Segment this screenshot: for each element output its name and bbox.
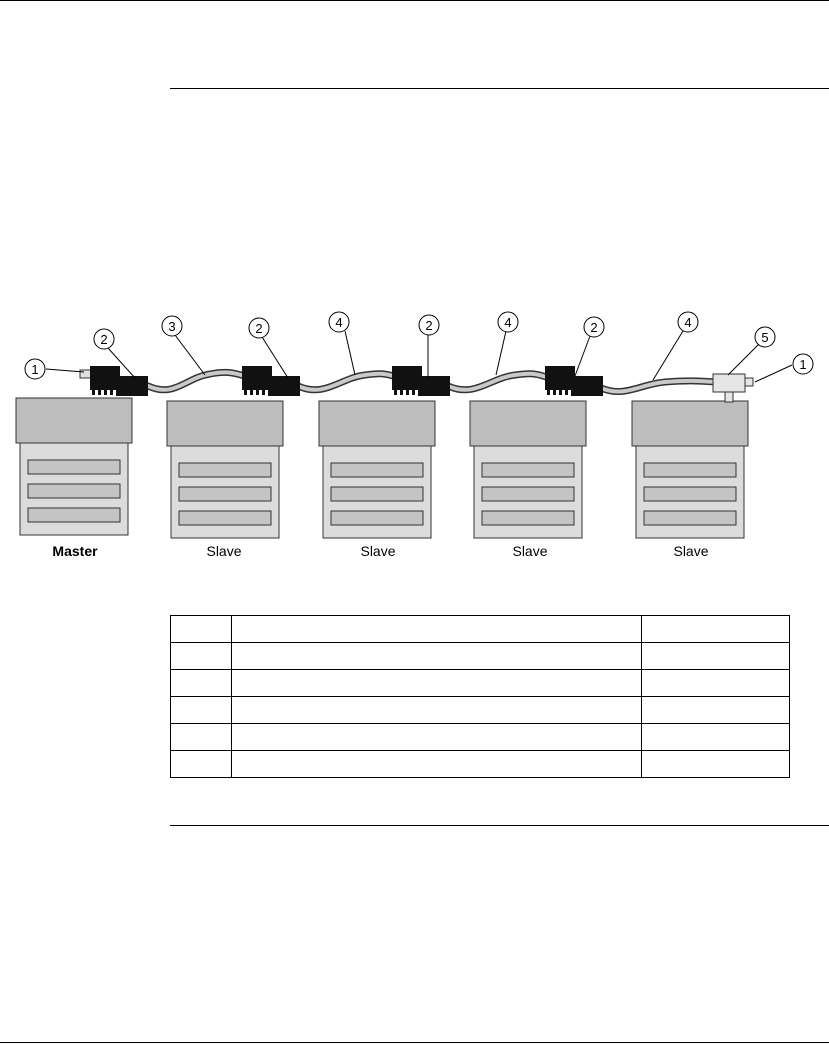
table-cell xyxy=(231,615,642,643)
table-row xyxy=(170,696,790,724)
callout-label: 2 xyxy=(590,320,597,335)
callout-leaders xyxy=(45,330,793,383)
table-cell xyxy=(170,669,232,697)
table-cell xyxy=(231,750,642,778)
device-label-slave: Slave xyxy=(673,543,708,559)
device-label-master: Master xyxy=(52,543,98,559)
device-label-slave: Slave xyxy=(206,543,241,559)
callout-label: 5 xyxy=(761,330,768,345)
callout-label: 1 xyxy=(799,357,806,372)
t-tap xyxy=(712,373,754,403)
connector-plug xyxy=(242,366,300,396)
device-slave-3 xyxy=(469,400,587,539)
table-cell xyxy=(641,615,790,643)
table-cell xyxy=(170,642,232,670)
table-cell xyxy=(170,696,232,724)
callout-1: 1 xyxy=(24,358,46,380)
table-cell xyxy=(170,723,232,751)
device-slave-1 xyxy=(166,400,284,539)
callout-4: 4 xyxy=(328,311,350,333)
table-cell xyxy=(231,669,642,697)
callout-label: 3 xyxy=(168,319,175,334)
callout-3: 3 xyxy=(161,315,183,337)
device-labels: Master Slave Slave Slave Slave xyxy=(52,543,708,559)
callout-label: 4 xyxy=(504,315,511,330)
table-cell xyxy=(231,696,642,724)
table-cell xyxy=(170,750,232,778)
callout-label: 4 xyxy=(335,315,342,330)
section-rule xyxy=(170,825,829,826)
table-cell xyxy=(641,750,790,778)
callout-label: 1 xyxy=(31,362,38,377)
callout-1: 1 xyxy=(792,353,814,375)
callouts: 1 2 3 2 4 2 4 2 4 5 1 xyxy=(24,311,814,380)
top-rule xyxy=(0,0,829,1)
table-row xyxy=(170,723,790,751)
device-label-slave: Slave xyxy=(512,543,547,559)
table-cell xyxy=(231,642,642,670)
cables xyxy=(144,368,720,396)
callout-2: 2 xyxy=(248,317,270,339)
callout-2: 2 xyxy=(418,314,440,336)
device-master xyxy=(15,397,133,536)
connector-plug xyxy=(545,366,603,396)
device-slave-2 xyxy=(318,400,436,539)
table-row xyxy=(170,750,790,778)
table-cell xyxy=(170,615,232,643)
table-cell xyxy=(641,669,790,697)
network-diagram: 1 2 3 2 4 2 4 2 4 5 1 Master Slave Slave… xyxy=(15,311,814,559)
table-cell xyxy=(641,642,790,670)
table-cell xyxy=(231,723,642,751)
table-row xyxy=(170,669,790,697)
section-rule xyxy=(170,88,829,89)
table-cell xyxy=(641,696,790,724)
bottom-rule xyxy=(0,1042,829,1043)
callout-label: 4 xyxy=(684,315,691,330)
table-row xyxy=(170,615,790,643)
table-row xyxy=(170,642,790,670)
device-label-slave: Slave xyxy=(360,543,395,559)
callout-2: 2 xyxy=(583,316,605,338)
legend-table xyxy=(170,615,790,778)
connector-plug xyxy=(90,366,148,396)
connector-plug xyxy=(392,366,450,396)
callout-5: 5 xyxy=(754,326,776,348)
callout-label: 2 xyxy=(100,332,107,347)
device-slave-4 xyxy=(631,400,749,539)
callout-4: 4 xyxy=(677,311,699,333)
table-cell xyxy=(641,723,790,751)
callout-label: 2 xyxy=(255,321,262,336)
callout-2: 2 xyxy=(93,328,115,350)
callout-4: 4 xyxy=(497,311,519,333)
callout-label: 2 xyxy=(425,318,432,333)
